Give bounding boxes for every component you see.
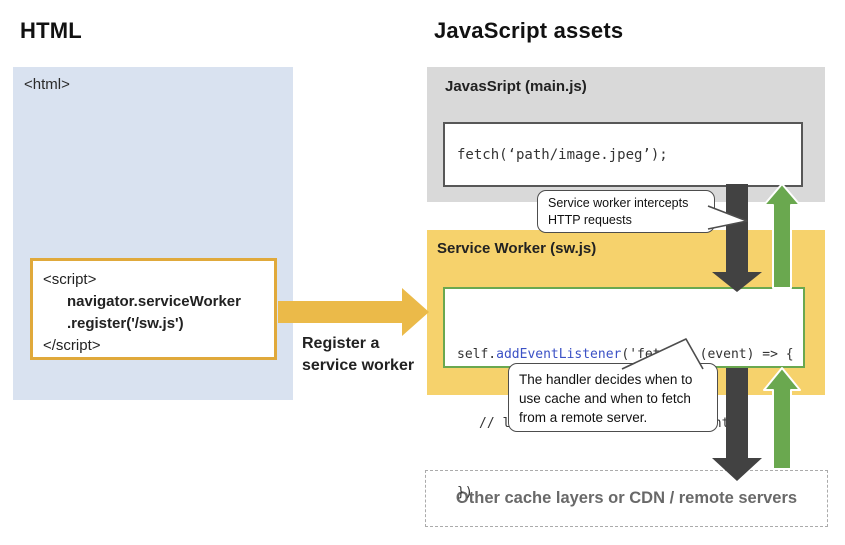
script-open-tag: <script> — [43, 271, 97, 288]
fetch-code-box: fetch(‘path/image.jpeg’); — [443, 122, 803, 187]
script-close-tag: </script> — [43, 337, 101, 354]
sw-code-box: self.addEventListener('fetch', (event) =… — [443, 287, 805, 500]
remote-servers-box: Other cache layers or CDN / remote serve… — [425, 470, 828, 527]
register-arrow — [278, 288, 429, 336]
sw-code-args: ('fetch', (event) => { — [621, 347, 794, 362]
html-section-heading: HTML — [20, 18, 82, 43]
service-worker-panel-label: Service Worker (sw.js) — [437, 240, 597, 257]
mainjs-panel-label: JavasSript (main.js) — [445, 78, 587, 95]
fetch-code-text: fetch(‘path/image.jpeg’); — [457, 146, 668, 163]
register-arrow-label: Register a service worker — [302, 335, 415, 374]
script-code-line-2: .register('/sw.js') — [67, 315, 184, 332]
js-assets-section-heading: JavaScript assets — [434, 18, 624, 43]
script-code-line-1: navigator.serviceWorker — [67, 293, 241, 310]
intercept-callout-bubble: Service worker intercepts HTTP requests — [537, 190, 715, 233]
sw-code-line-3: }) — [457, 485, 473, 500]
html-tag-label: <html> — [24, 76, 70, 93]
sw-code-self: self. — [457, 347, 497, 362]
sw-code-addeventlistener: addEventListener — [496, 347, 622, 362]
remote-servers-label: Other cache layers or CDN / remote serve… — [455, 489, 798, 507]
register-script-box: <script> navigator.serviceWorker .regist… — [30, 258, 277, 360]
handler-callout-bubble: The handler decides when to use cache an… — [508, 363, 718, 432]
